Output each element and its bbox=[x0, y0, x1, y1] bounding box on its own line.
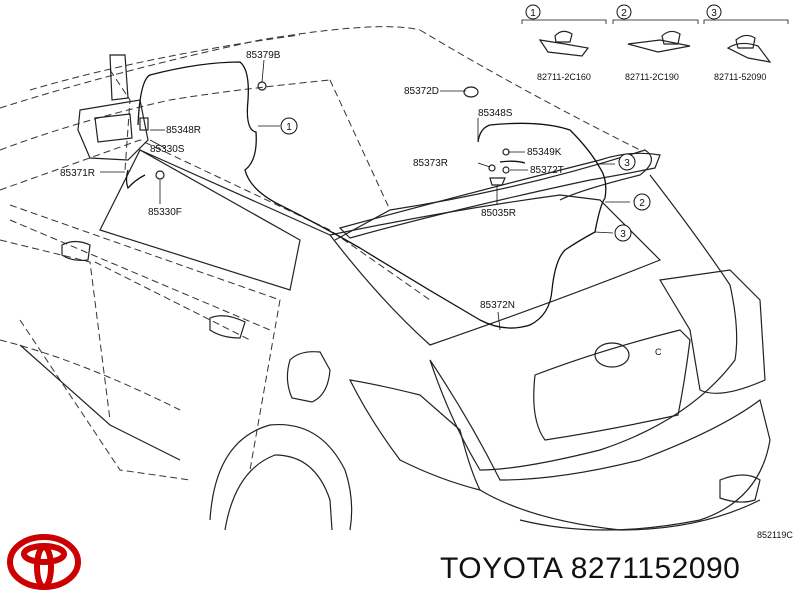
markers: 1 3 2 3 bbox=[280, 117, 651, 242]
leader-lines bbox=[100, 59, 630, 331]
marker-3a-text: 3 bbox=[624, 158, 630, 169]
legend-1-num: 1 bbox=[530, 8, 536, 19]
label-85330s: 85330S bbox=[150, 144, 185, 155]
label-85373r: 85373R bbox=[413, 158, 448, 169]
label-85372d: 85372D bbox=[404, 86, 439, 97]
marker-2-circle bbox=[633, 193, 651, 211]
joint-85373r bbox=[488, 164, 496, 172]
clip-1-icon bbox=[538, 39, 590, 57]
label-85372n: 85372N bbox=[480, 300, 515, 311]
part-number-caption: TOYOTA 8271152090 bbox=[440, 552, 741, 585]
label-85348r: 85348R bbox=[166, 125, 201, 136]
label-85348s: 85348S bbox=[478, 108, 513, 119]
marker-3b-text: 3 bbox=[620, 229, 626, 240]
part-icons bbox=[139, 81, 510, 186]
emblem-letter: C bbox=[655, 347, 662, 357]
clip-3-icon bbox=[726, 42, 772, 63]
nozzle-85035r bbox=[489, 177, 506, 186]
marker-3b-circle bbox=[614, 224, 632, 242]
legend-3-circle bbox=[706, 4, 722, 20]
vehicle-body-outline bbox=[0, 26, 771, 531]
clamp-85372t bbox=[502, 166, 510, 174]
label-85371r: 85371R bbox=[60, 168, 95, 179]
marker-1-circle bbox=[280, 117, 298, 135]
part-labels: 85379B 85372D 85348S 85349K 85373R 85372… bbox=[60, 50, 793, 540]
legend-2-circle bbox=[616, 4, 632, 20]
pump-85348r bbox=[139, 117, 149, 131]
clip-legend: 1 82711-2C160 2 82711-2C190 3 82711-5209… bbox=[521, 4, 789, 82]
clip-2-icon bbox=[627, 39, 691, 53]
marker-1-text: 1 bbox=[286, 122, 292, 133]
check-valve-85330f bbox=[155, 170, 165, 180]
grommet-85372d bbox=[463, 86, 479, 98]
washer-hose bbox=[125, 61, 607, 329]
legend-1-circle bbox=[525, 4, 541, 20]
label-85379b: 85379B bbox=[246, 50, 281, 61]
label-85349k: 85349K bbox=[527, 147, 562, 158]
clip-85379b bbox=[257, 81, 267, 91]
label-85330f: 85330F bbox=[148, 207, 182, 218]
label-85035r: 85035R bbox=[481, 208, 516, 219]
legend-2-num: 2 bbox=[621, 8, 627, 19]
legend-3-num: 3 bbox=[711, 8, 717, 19]
legend-1-part: 82711-2C160 bbox=[537, 72, 591, 82]
diagram-code: 852119C bbox=[757, 530, 793, 540]
marker-2-text: 2 bbox=[639, 198, 645, 209]
marker-3a-circle bbox=[618, 153, 636, 171]
legend-2-part: 82711-2C190 bbox=[625, 72, 679, 82]
toyota-logo-icon bbox=[7, 534, 81, 590]
label-85372t: 85372T bbox=[530, 165, 564, 176]
legend-3-part: 82711-52090 bbox=[714, 72, 766, 82]
